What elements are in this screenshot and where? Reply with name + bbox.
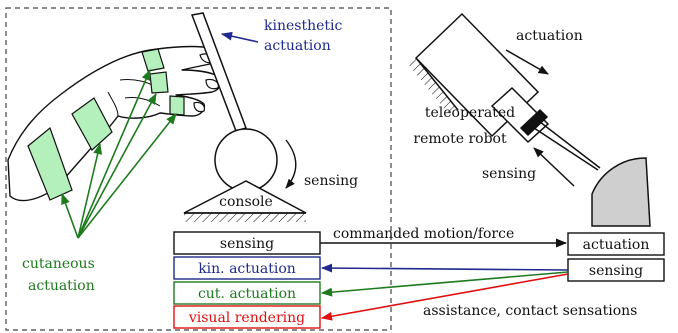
nail-3: [193, 101, 205, 113]
robot-actuation-label: actuation: [516, 28, 583, 44]
box-kin-actuation: [173, 256, 321, 280]
stylus: [190, 12, 247, 132]
band-wrist: [71, 97, 113, 151]
robot-actuation-arrow: [505, 49, 549, 75]
console-frame: [5, 7, 392, 331]
kinesthetic-arrow: [220, 31, 259, 43]
kin-feedback-arrow: [320, 263, 569, 273]
console-label: console: [219, 194, 273, 210]
teleoperated-label-line1: teleoperated: [425, 105, 515, 121]
band-forearm: [27, 126, 73, 201]
visual-feedback-arrow: [320, 273, 569, 321]
console-sensing-arrow: [285, 139, 297, 189]
kinesthetic-label-line2: actuation: [264, 38, 331, 54]
teleoperated-label-line2: remote robot: [413, 131, 507, 147]
box-visual-rendering-label: visual rendering: [188, 310, 305, 326]
box-cut-actuation: [173, 281, 321, 305]
box-visual-rendering: [173, 305, 321, 329]
environment-object: [591, 157, 651, 227]
cutaneous-arrows: [61, 68, 177, 239]
operator-hand: [7, 45, 222, 202]
robot-sensing-label: sensing: [482, 166, 536, 182]
robot-sensing-arrow: [533, 147, 575, 187]
band-ring: [169, 95, 185, 116]
kinesthetic-label-line1: kinesthetic: [264, 18, 342, 34]
robot-collar: [519, 108, 549, 137]
box-robot-actuation-label: actuation: [583, 237, 650, 253]
console-box-stack: sensing kin. actuation cut. actuation vi…: [173, 231, 321, 329]
cutaneous-label-line2: actuation: [28, 278, 95, 294]
commanded-label: commanded motion/force: [333, 226, 514, 242]
band-index: [141, 48, 165, 72]
box-sensing-label: sensing: [220, 236, 274, 252]
assistance-label: assistance, contact sensations: [423, 303, 637, 319]
cut-feedback-arrow: [320, 271, 569, 297]
robot-box-stack: actuation sensing: [567, 232, 665, 282]
box-robot-actuation: [567, 232, 665, 256]
remote-robot: [408, 12, 651, 227]
box-cut-actuation-label: cut. actuation: [198, 286, 296, 302]
console-sensing-label: sensing: [304, 173, 358, 189]
nail-2: [205, 78, 219, 90]
console-device: [183, 12, 307, 222]
band-middle: [149, 71, 169, 94]
box-robot-sensing-label: sensing: [589, 263, 643, 279]
box-kin-actuation-label: kin. actuation: [198, 261, 296, 277]
cutaneous-label-line1: cutaneous: [22, 256, 95, 272]
cutaneous-bands: [27, 48, 185, 201]
